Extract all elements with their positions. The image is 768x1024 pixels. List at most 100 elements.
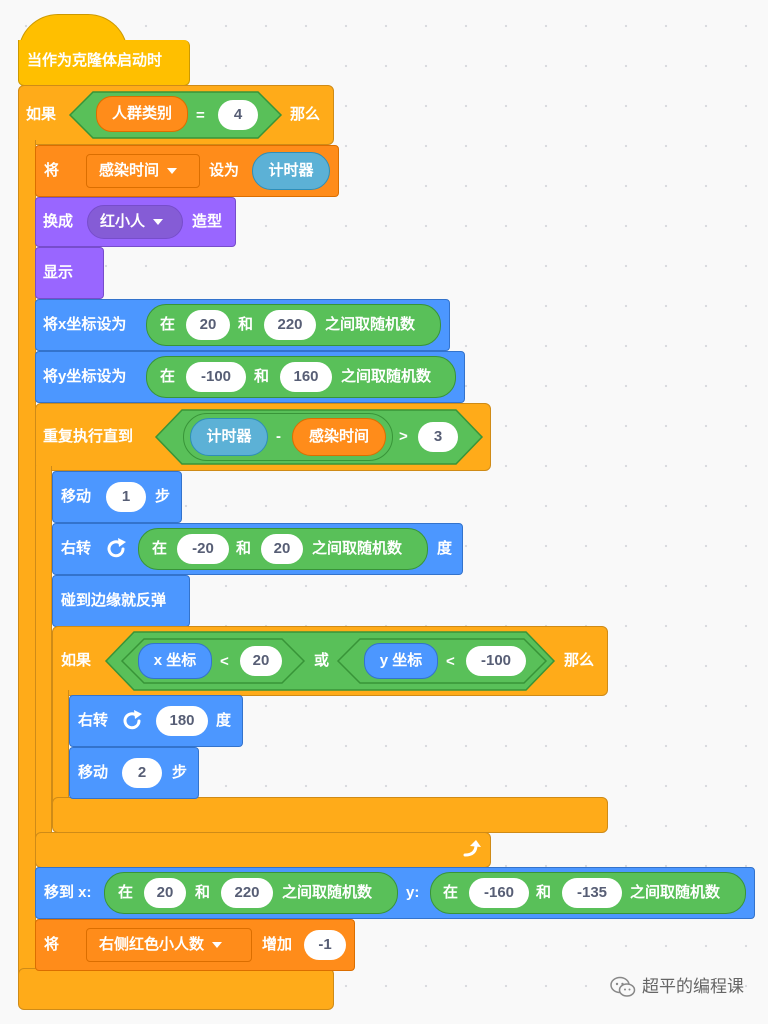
less-than-sign: <	[446, 653, 455, 670]
crowd-type-label: 人群类别	[111, 105, 172, 122]
change-label: 将	[44, 936, 60, 953]
random-suffix: 之间取随机数	[325, 316, 416, 333]
random-in-label: 在	[152, 540, 168, 557]
chevron-down-icon	[167, 168, 178, 175]
set-y-label: 将y坐标设为	[43, 368, 127, 385]
random-in-label: 在	[443, 884, 459, 901]
infection-time-variable[interactable]: 感染时间	[292, 418, 386, 456]
move-steps-suffix: 步	[172, 764, 188, 781]
random-from-input[interactable]: 20	[186, 310, 230, 340]
random-and-label: 和	[536, 884, 552, 901]
equals-sign: =	[196, 107, 205, 124]
hat-label: 当作为克隆体启动时	[27, 52, 163, 69]
random-from-input[interactable]: -160	[469, 878, 529, 908]
rotate-clockwise-icon	[107, 538, 126, 558]
set-to-label: 设为	[209, 162, 240, 179]
watermark-text: 超平的编程课	[642, 977, 744, 997]
random-to-input[interactable]: 20	[261, 534, 303, 564]
go-to-y-label: y:	[406, 884, 420, 901]
show-label: 显示	[43, 264, 74, 281]
turn-degrees-suffix: 度	[216, 712, 232, 729]
repeat-until-arm	[35, 466, 52, 838]
x-position-label: x 坐标	[153, 652, 197, 669]
random-to-input[interactable]: -135	[562, 878, 622, 908]
less-than-sign: <	[220, 653, 229, 670]
random-and-label: 和	[236, 540, 252, 557]
if-inner-label: 如果	[61, 652, 92, 669]
move-steps-suffix: 步	[155, 488, 171, 505]
turn-label: 右转	[78, 712, 109, 729]
random-suffix: 之间取随机数	[630, 884, 721, 901]
chevron-down-icon	[153, 219, 164, 226]
variable-dropdown-label: 右侧红色小人数	[99, 936, 205, 953]
if-outer-label: 如果	[26, 106, 57, 123]
turn-degrees-input[interactable]: 180	[156, 706, 208, 736]
random-suffix: 之间取随机数	[312, 540, 403, 557]
variable-dropdown[interactable]: 右侧红色小人数	[86, 928, 252, 962]
wechat-icon	[610, 976, 636, 997]
set-x-label: 将x坐标设为	[43, 316, 127, 333]
y-compare-input[interactable]: -100	[466, 646, 526, 676]
set-label: 将	[44, 162, 60, 179]
watermark: 超平的编程课	[610, 972, 744, 998]
crowd-type-variable[interactable]: 人群类别	[96, 96, 188, 132]
timer-reporter[interactable]: 计时器	[190, 418, 268, 456]
move-steps-input[interactable]: 1	[106, 482, 146, 512]
random-in-label: 在	[160, 368, 176, 385]
or-label: 或	[314, 652, 330, 669]
greater-than-sign: >	[399, 428, 408, 445]
random-to-input[interactable]: 160	[280, 362, 332, 392]
move-label: 移动	[78, 764, 109, 781]
if-outer-foot	[18, 968, 334, 1010]
chevron-down-icon	[212, 942, 223, 949]
minus-sign: -	[276, 428, 281, 445]
change-amount-input[interactable]: -1	[304, 930, 346, 960]
timer-reporter-label: 计时器	[268, 162, 314, 179]
loop-arrow-icon	[463, 840, 481, 857]
costume-suffix: 造型	[192, 213, 223, 230]
equals-value-input[interactable]: 4	[218, 100, 258, 130]
random-from-input[interactable]: 20	[144, 878, 186, 908]
compare-value-input[interactable]: 3	[418, 422, 458, 452]
if-inner-arm	[52, 690, 69, 802]
turn-degrees-suffix: 度	[437, 540, 453, 557]
move-label: 移动	[61, 488, 92, 505]
switch-costume-label: 换成	[43, 213, 74, 230]
repeat-until-label: 重复执行直到	[43, 428, 134, 445]
x-position-reporter[interactable]: x 坐标	[138, 643, 212, 679]
costume-dropdown-label: 红小人	[100, 213, 146, 230]
move-steps-input[interactable]: 2	[122, 758, 162, 788]
if-inner-foot	[52, 797, 608, 833]
bounce-on-edge-block[interactable]	[52, 575, 190, 627]
infection-time-label: 感染时间	[308, 428, 369, 445]
rotate-clockwise-icon	[123, 710, 142, 730]
turn-label: 右转	[61, 540, 92, 557]
go-to-label: 移到 x:	[44, 884, 92, 901]
repeat-until-foot	[35, 832, 491, 868]
random-to-input[interactable]: 220	[221, 878, 273, 908]
costume-dropdown[interactable]: 红小人	[87, 205, 183, 239]
when-clone-starts-hat[interactable]: 当作为克隆体启动时	[18, 40, 190, 86]
random-suffix: 之间取随机数	[282, 884, 373, 901]
timer-reporter[interactable]: 计时器	[252, 152, 330, 190]
y-position-label: y 坐标	[379, 652, 423, 669]
change-by-label: 增加	[262, 936, 293, 953]
variable-dropdown[interactable]: 感染时间	[86, 154, 200, 188]
random-to-input[interactable]: 220	[264, 310, 316, 340]
random-suffix: 之间取随机数	[341, 368, 432, 385]
y-position-reporter[interactable]: y 坐标	[364, 643, 438, 679]
show-block[interactable]	[35, 247, 104, 299]
if-outer-then-label: 那么	[290, 106, 321, 123]
x-compare-input[interactable]: 20	[240, 646, 282, 676]
if-inner-then-label: 那么	[564, 652, 595, 669]
timer-label: 计时器	[206, 428, 252, 445]
random-and-label: 和	[195, 884, 211, 901]
bounce-label: 碰到边缘就反弹	[61, 592, 167, 609]
random-from-input[interactable]: -100	[186, 362, 246, 392]
random-in-label: 在	[118, 884, 134, 901]
random-and-label: 和	[254, 368, 270, 385]
random-and-label: 和	[238, 316, 254, 333]
if-outer-arm	[18, 140, 36, 975]
random-from-input[interactable]: -20	[177, 534, 229, 564]
variable-dropdown-label: 感染时间	[99, 162, 160, 179]
